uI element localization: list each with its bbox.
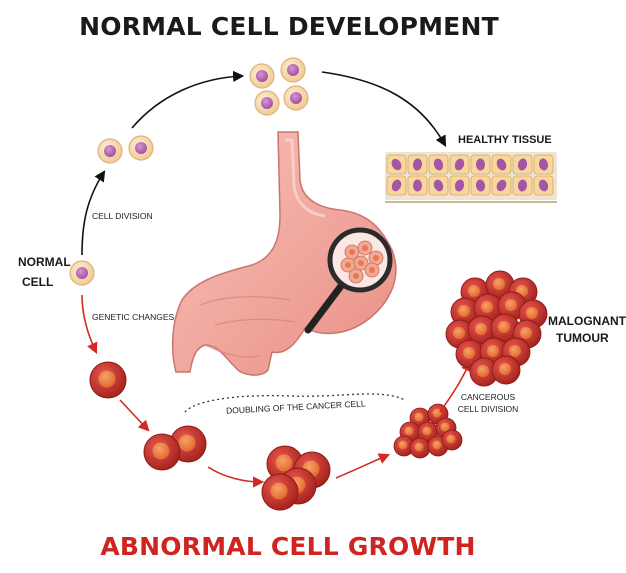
malignant-tumour — [445, 270, 548, 387]
tissue-cell — [470, 154, 491, 175]
doubling-label: DOUBLING OF THE CANCER CELL — [226, 398, 366, 415]
tissue-cell — [407, 154, 428, 175]
arrow-to-cancer-division — [335, 453, 391, 479]
tissue-cell — [428, 175, 449, 196]
normal-cell-label-line1: NORMAL — [18, 255, 71, 269]
tissue-cell — [449, 175, 470, 196]
tissue-cell — [470, 175, 491, 196]
abnormal-pair — [143, 425, 207, 471]
tumour-cell — [473, 293, 503, 323]
genetic-changes-label: GENETIC CHANGES — [92, 312, 175, 322]
malignant-label-line1: MALOGNANT — [548, 314, 626, 328]
healthy-tissue — [385, 152, 557, 203]
tumour-cell — [467, 315, 497, 345]
bottom-title: ABNORMAL CELL GROWTH — [100, 532, 475, 561]
arrow-to-cluster — [207, 466, 265, 488]
magnified-cell — [357, 240, 373, 256]
cancer-cell — [409, 437, 431, 459]
healthy-tissue-label: HEALTHY TISSUE — [458, 134, 552, 146]
normal-cell — [69, 260, 95, 286]
arrow-cell-division — [81, 170, 106, 256]
cancerous-label-line2: CELL DIVISION — [458, 404, 519, 414]
normal-cell-label-line2: CELL — [22, 275, 53, 289]
abnormal-cluster — [261, 445, 331, 511]
tissue-cell — [491, 154, 512, 175]
four-cells — [249, 57, 309, 116]
arrow-to-four-cells — [131, 70, 245, 129]
tissue-cell — [407, 175, 428, 196]
magnified-cell — [348, 268, 364, 284]
malignant-label-line2: TUMOUR — [556, 331, 609, 345]
magnifier-icon — [304, 227, 393, 334]
cancer-cell — [393, 435, 415, 457]
doubling-bracket — [184, 393, 406, 413]
tumour-cell — [485, 270, 515, 300]
tumour-cell — [491, 355, 521, 385]
tissue-cell — [512, 154, 533, 175]
tumour-cell — [518, 299, 548, 329]
tissue-cell — [449, 154, 470, 175]
tissue-cell — [491, 175, 512, 196]
tissue-cell — [386, 154, 407, 175]
abnormal-cell — [89, 361, 127, 399]
cell-division-label: CELL DIVISION — [92, 211, 153, 221]
magnified-cell — [368, 250, 384, 266]
arrow-genetic-changes — [81, 294, 98, 355]
dividing-cells — [97, 135, 154, 164]
magnified-cell — [364, 262, 380, 278]
tissue-cell — [533, 175, 554, 196]
cancerous-division-cluster — [393, 403, 463, 459]
magnified-cell — [353, 255, 369, 271]
tumour-cell — [490, 313, 520, 343]
tissue-cell — [533, 154, 554, 175]
arrow-to-doubling — [119, 399, 150, 432]
cancerous-label-line1: CANCEROUS — [461, 392, 516, 402]
tissue-cell — [386, 175, 407, 196]
cancer-cell — [441, 429, 463, 451]
tissue-cell — [512, 175, 533, 196]
arrow-to-healthy-tissue — [321, 71, 447, 147]
stomach — [171, 131, 397, 376]
tissue-cell — [428, 154, 449, 175]
top-title: NORMAL CELL DEVELOPMENT — [79, 12, 499, 41]
